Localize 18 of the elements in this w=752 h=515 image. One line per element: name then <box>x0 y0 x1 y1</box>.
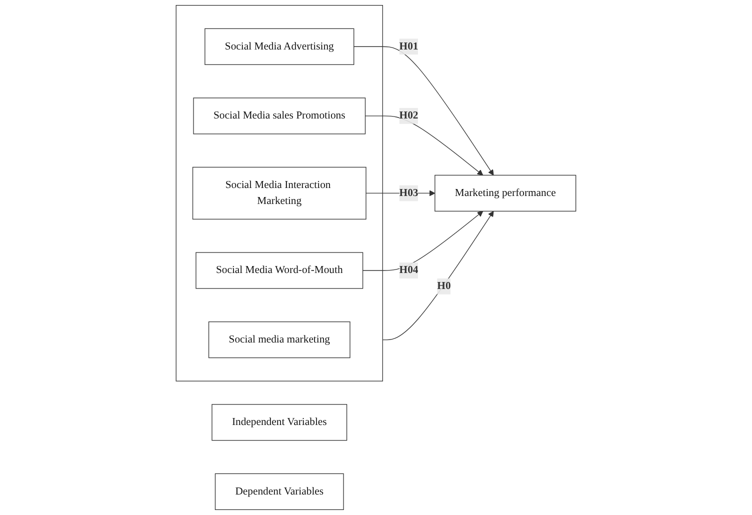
edge-label: H01 <box>399 40 418 52</box>
arrow <box>364 116 484 176</box>
arrow <box>362 210 484 271</box>
node-box: Marketing performance <box>434 174 576 212</box>
arrow <box>354 46 494 176</box>
node-box: Social Media Interaction Marketing <box>192 166 366 220</box>
node-box: Independent Variables <box>212 404 348 441</box>
edge-label: H04 <box>399 264 418 276</box>
edge-label: H03 <box>399 187 418 199</box>
edge-label: H0 <box>437 280 451 292</box>
node-box: Social Media sales Promotions <box>193 98 366 134</box>
cluster <box>176 5 384 382</box>
node-box: Social Media Word-of-Mouth <box>196 252 364 289</box>
node-box: Dependent Variables <box>214 473 344 510</box>
node-box: Social media marketing <box>208 321 350 358</box>
edge-label: H02 <box>399 110 418 122</box>
node-box: Social Media Advertising <box>204 28 354 65</box>
arrow <box>382 210 494 340</box>
